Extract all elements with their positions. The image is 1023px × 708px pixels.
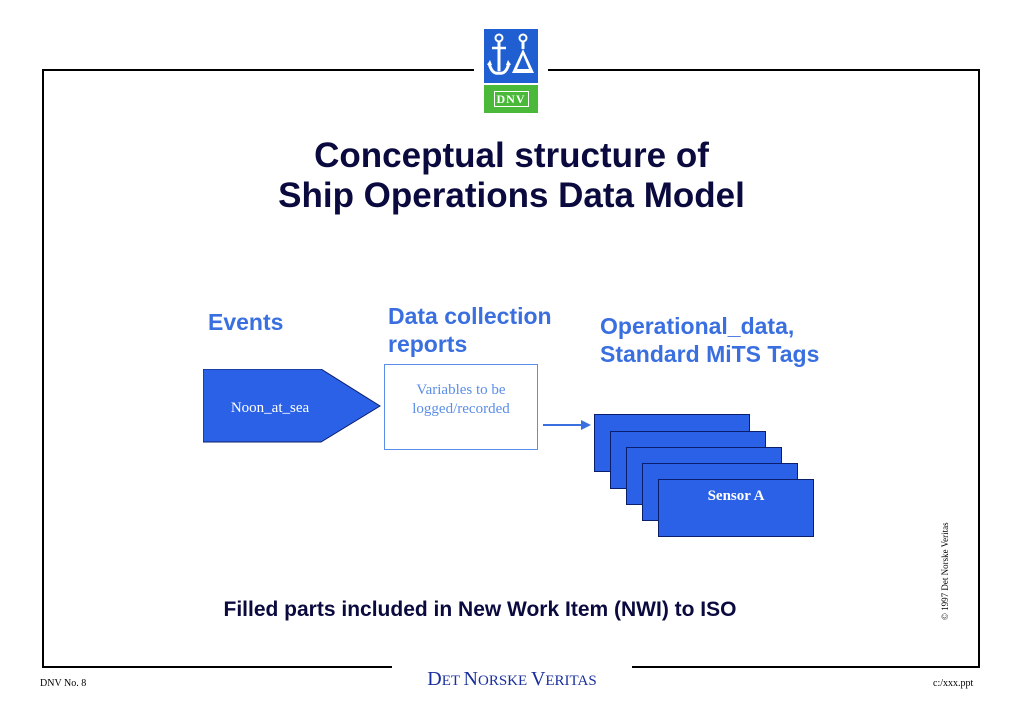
brand-cap-n: N xyxy=(463,668,478,690)
brand-cap-v: V xyxy=(530,668,546,690)
anchors-icon xyxy=(484,29,538,83)
report-box-line-2: logged/recorded xyxy=(412,401,510,417)
brand-small-1: ET xyxy=(441,673,464,689)
footer-brand: DET NORSKE VERITAS xyxy=(392,664,632,694)
data-collection-label: Data collection reports xyxy=(388,302,552,358)
operational-data-label-line-1: Operational_data, xyxy=(600,313,795,339)
title-line-1: Conceptual structure of xyxy=(314,136,709,175)
report-box-line-1: Variables to be xyxy=(416,382,506,398)
dnv-wordmark: DNV xyxy=(484,85,538,113)
brand-small-3: ERITAS xyxy=(545,673,597,689)
operational-data-label: Operational_data, Standard MiTS Tags xyxy=(600,312,819,368)
events-label: Events xyxy=(208,309,284,335)
copyright-note: © 1997 Det Norske Veritas xyxy=(940,522,950,620)
dnv-logo: DNV xyxy=(474,27,548,117)
data-collection-label-line-1: Data collection xyxy=(388,303,552,329)
sensor-card-front: Sensor A xyxy=(658,479,814,537)
page-title: Conceptual structure of Ship Operations … xyxy=(0,136,1023,216)
flow-arrow xyxy=(543,420,591,430)
operational-data-label-line-2: Standard MiTS Tags xyxy=(600,341,820,367)
slide-number: DNV No. 8 xyxy=(40,678,87,689)
report-box: Variables to be logged/recorded xyxy=(384,364,538,450)
event-pentagon-shape xyxy=(203,369,381,443)
data-collection-label-line-2: reports xyxy=(388,331,468,357)
footnote: Filled parts included in New Work Item (… xyxy=(223,598,737,621)
file-path: c:/xxx.ppt xyxy=(933,678,974,689)
brand-small-2: ORSKE xyxy=(478,673,531,689)
brand-cap-d: D xyxy=(427,668,442,690)
title-line-2: Ship Operations Data Model xyxy=(278,176,745,215)
event-label: Noon_at_sea xyxy=(230,400,310,416)
sensor-label: Sensor A xyxy=(707,488,765,504)
